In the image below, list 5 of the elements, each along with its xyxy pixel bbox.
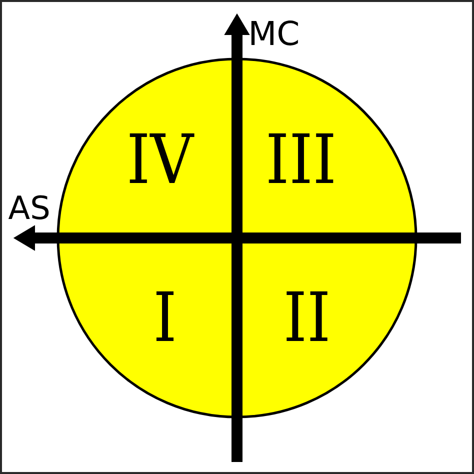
quadrant-numeral: III — [268, 133, 334, 183]
quadrant-numeral: II — [286, 291, 328, 341]
circle — [56, 58, 418, 418]
quadrant-numeral: IV — [130, 133, 194, 183]
quadrant-numeral: I — [156, 291, 174, 341]
